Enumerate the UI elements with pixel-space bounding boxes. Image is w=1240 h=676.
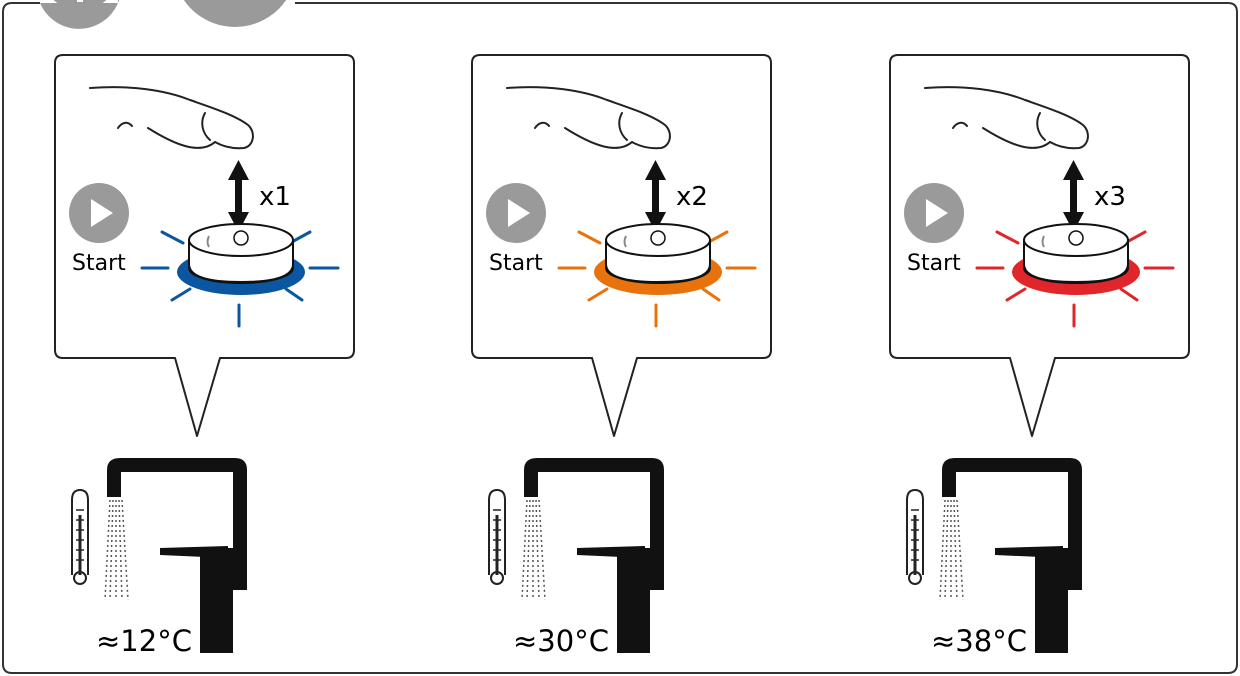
start-label: Start — [72, 251, 126, 276]
temperature-label: ≈30°C — [513, 624, 609, 658]
double-arrow-icon — [645, 160, 666, 232]
faucet-icon — [942, 458, 1082, 653]
pointing-finger-icon — [924, 86, 1089, 150]
play-icon — [486, 183, 546, 243]
water-spray — [521, 499, 546, 601]
touch-button-icon — [177, 223, 305, 295]
temperature-label: ≈12°C — [96, 624, 192, 658]
play-icon — [69, 183, 129, 243]
faucet-icon — [107, 458, 247, 653]
water-spray — [104, 499, 129, 601]
play-icon — [904, 183, 964, 243]
thermometer-icon — [71, 488, 89, 585]
start-label: Start — [489, 251, 543, 276]
thermometer-icon — [488, 488, 506, 585]
touch-button-icon — [594, 223, 722, 295]
water-spray — [939, 499, 964, 601]
press-count-label: x1 — [259, 182, 291, 212]
pointing-finger-icon — [506, 86, 671, 150]
double-arrow-icon — [1063, 160, 1084, 232]
touch-button-icon — [1012, 223, 1140, 295]
faucet-icon — [524, 458, 664, 653]
top-tab-icons — [40, 0, 300, 29]
press-count-label: x3 — [1094, 182, 1126, 212]
thermometer-icon — [906, 488, 924, 585]
start-label: Start — [907, 251, 961, 276]
temperature-label: ≈38°C — [931, 624, 1027, 658]
pointing-finger-icon — [89, 86, 254, 150]
double-arrow-icon — [228, 160, 249, 232]
press-count-label: x2 — [676, 182, 708, 212]
